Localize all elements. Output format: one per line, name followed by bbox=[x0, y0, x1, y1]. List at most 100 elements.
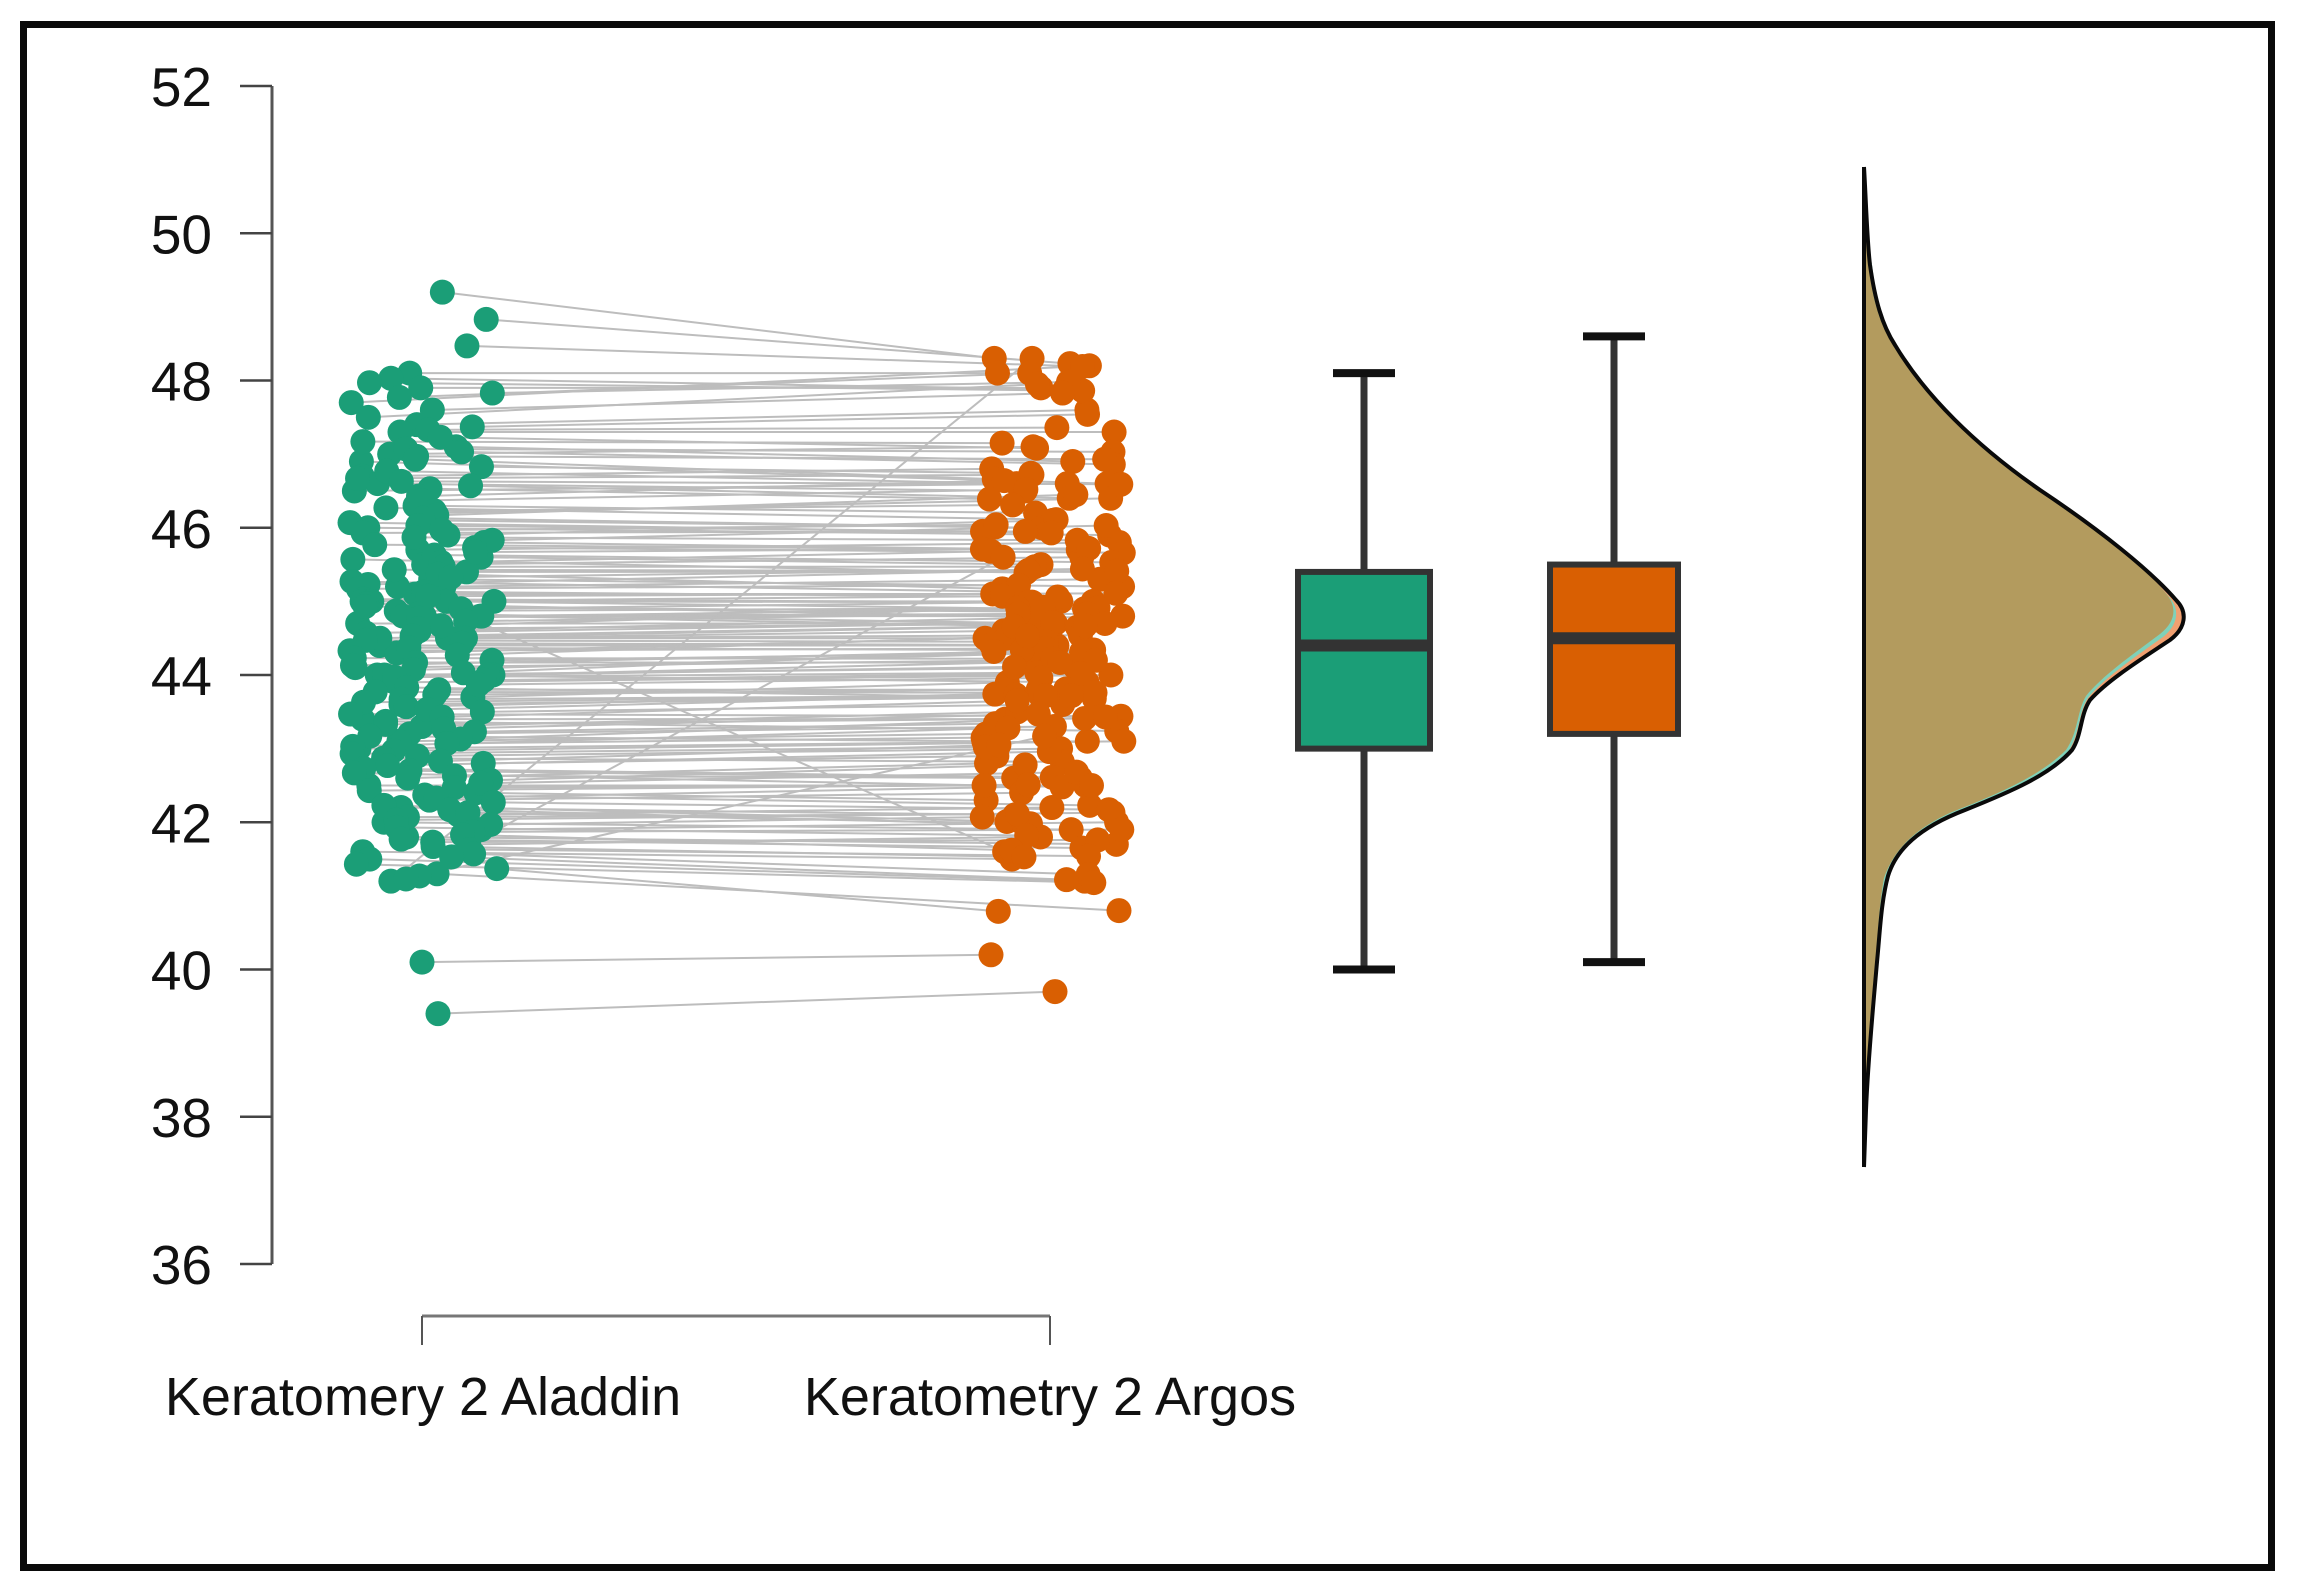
point-argos bbox=[982, 681, 1008, 707]
density-overlap bbox=[1864, 167, 2174, 1167]
point-aladdin bbox=[350, 429, 376, 455]
point-aladdin bbox=[408, 375, 434, 401]
paired-line bbox=[492, 380, 1069, 395]
paired-line bbox=[415, 504, 1036, 515]
point-argos bbox=[1093, 513, 1119, 539]
point-aladdin bbox=[427, 424, 453, 450]
point-argos bbox=[1077, 792, 1103, 818]
point-argos bbox=[1092, 446, 1118, 472]
point-aladdin bbox=[420, 834, 446, 860]
point-aladdin bbox=[355, 404, 381, 430]
paired-line bbox=[473, 852, 1089, 876]
point-argos bbox=[1063, 482, 1089, 508]
x-label-aladdin: Keratomery 2 Aladdin bbox=[165, 1367, 681, 1427]
point-argos bbox=[983, 512, 1009, 538]
point-argos bbox=[1058, 817, 1084, 843]
point-argos bbox=[1103, 580, 1129, 606]
point-argos bbox=[1025, 701, 1051, 727]
paired-line bbox=[469, 848, 1089, 858]
point-argos bbox=[1074, 728, 1100, 754]
point-argos bbox=[1108, 471, 1134, 497]
y-tick-label: 48 bbox=[151, 351, 212, 413]
point-argos bbox=[971, 772, 997, 798]
point-argos bbox=[1044, 415, 1070, 441]
paired-line bbox=[481, 465, 1031, 475]
paired-line bbox=[472, 413, 1088, 428]
point-argos bbox=[1082, 680, 1108, 706]
point-argos bbox=[1004, 801, 1030, 827]
point-aladdin bbox=[338, 701, 364, 727]
paired-line bbox=[363, 530, 1026, 534]
x-label-argos: Keratometry 2 Argos bbox=[804, 1367, 1296, 1427]
point-aladdin bbox=[345, 465, 371, 491]
density-half-violin bbox=[1862, 166, 2186, 1168]
point-argos bbox=[990, 544, 1016, 570]
point-aladdin bbox=[465, 672, 491, 698]
point-argos bbox=[1011, 844, 1037, 870]
point-argos bbox=[1109, 817, 1135, 843]
point-argos bbox=[1106, 898, 1132, 924]
paired-line bbox=[365, 639, 1047, 643]
paired-line bbox=[467, 811, 1031, 825]
point-aladdin bbox=[428, 613, 454, 639]
point-aladdin bbox=[386, 384, 412, 410]
paired-line bbox=[362, 440, 1003, 445]
paired-line bbox=[418, 479, 1005, 498]
point-argos bbox=[1098, 662, 1124, 688]
paired-line bbox=[446, 736, 984, 745]
point-aladdin bbox=[375, 753, 401, 779]
point-aladdin bbox=[419, 397, 445, 423]
point-argos bbox=[1050, 380, 1076, 406]
y-tick-label: 44 bbox=[151, 645, 212, 707]
point-aladdin bbox=[459, 414, 485, 440]
paired-line bbox=[442, 291, 995, 360]
y-tick-label: 36 bbox=[151, 1234, 212, 1296]
point-aladdin bbox=[352, 594, 378, 620]
paired-line bbox=[401, 838, 1082, 850]
point-argos bbox=[991, 468, 1017, 494]
point-aladdin bbox=[393, 694, 419, 720]
paired-line bbox=[437, 990, 1056, 1015]
paired-line bbox=[496, 867, 999, 913]
paired-line bbox=[434, 687, 1066, 696]
paired-line bbox=[451, 855, 1067, 881]
point-aladdin bbox=[480, 789, 506, 815]
point-aladdin bbox=[378, 365, 404, 391]
point-aladdin bbox=[463, 539, 489, 565]
point-argos bbox=[986, 732, 1012, 758]
point-argos bbox=[1081, 870, 1107, 896]
point-argos bbox=[1078, 772, 1104, 798]
y-tick-label: 42 bbox=[151, 792, 212, 854]
y-tick-label: 52 bbox=[151, 56, 212, 118]
paired-line bbox=[419, 735, 1045, 877]
point-argos bbox=[1047, 649, 1073, 675]
point-argos bbox=[1004, 688, 1030, 714]
paired-line bbox=[470, 484, 1070, 500]
paired-line bbox=[418, 607, 1018, 620]
paired-line bbox=[405, 556, 1004, 880]
point-aladdin bbox=[341, 760, 367, 786]
paired-line bbox=[395, 674, 1111, 684]
point-aladdin bbox=[468, 770, 494, 796]
point-aladdin bbox=[458, 473, 484, 499]
paired-line bbox=[429, 487, 990, 501]
paired-line bbox=[421, 488, 1026, 502]
y-tick-label: 40 bbox=[151, 940, 212, 1002]
paired-line bbox=[443, 713, 1039, 730]
paired-line bbox=[487, 665, 1015, 676]
point-argos bbox=[984, 360, 1010, 386]
point-argos bbox=[1042, 979, 1068, 1005]
paired-line bbox=[428, 426, 1057, 431]
point-argos bbox=[1059, 683, 1085, 709]
point-aladdin bbox=[381, 557, 407, 583]
boxplot-argos bbox=[1547, 332, 1681, 967]
point-argos bbox=[1032, 723, 1058, 749]
point-aladdin bbox=[338, 390, 364, 416]
point-argos bbox=[1015, 772, 1041, 798]
paired-line bbox=[462, 833, 1012, 852]
point-argos bbox=[976, 486, 1002, 512]
iqr-box bbox=[1295, 568, 1433, 752]
